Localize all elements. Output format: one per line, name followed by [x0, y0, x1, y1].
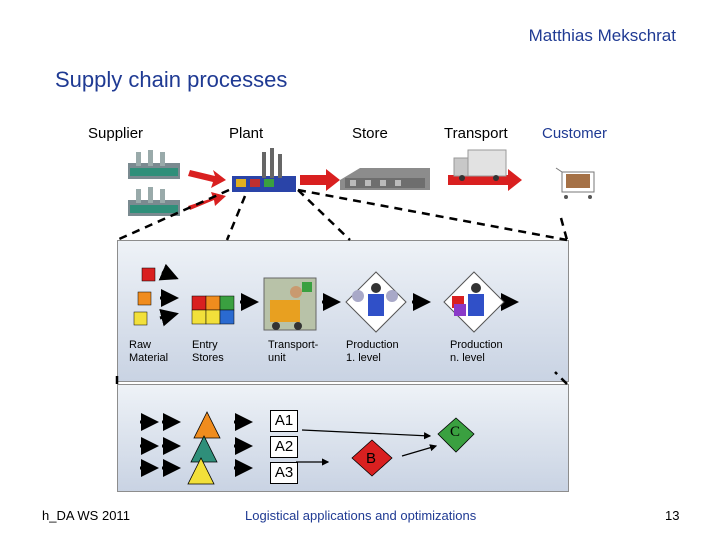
- supplier-factory-icon: [128, 150, 180, 179]
- footer-course-title: Logistical applications and optimization…: [245, 508, 477, 523]
- truck-icon: [453, 149, 507, 181]
- label-production-n: Production n. level: [450, 339, 503, 364]
- stage-label-supplier: Supplier: [88, 125, 144, 142]
- product-a3-box: A3: [270, 462, 298, 484]
- label-production-1: Production 1. level: [346, 339, 399, 364]
- label-transport-unit: Transport- unit: [268, 339, 319, 364]
- product-c-label: C: [450, 424, 461, 440]
- production-worker-icon: [345, 271, 407, 333]
- footer-course: h_DA WS 2011: [42, 508, 130, 523]
- entry-stores-blocks-icon: [191, 295, 235, 325]
- product-b-label: B: [366, 450, 377, 467]
- raw-material-blocks-icon: [133, 267, 156, 326]
- page-number: 13: [665, 508, 680, 523]
- product-a1-box: A1: [270, 410, 298, 432]
- supplier-factory-icon: [128, 187, 180, 216]
- product-triangle-icon: [187, 411, 221, 485]
- plant-factory-icon: [232, 148, 296, 192]
- stage-label-plant: Plant: [229, 125, 264, 142]
- input-arrow-icon: [140, 413, 253, 477]
- product-structure-panel: [117, 384, 569, 492]
- slide-title: Supply chain processes: [55, 67, 288, 92]
- zoom-connector-lines: [115, 188, 569, 385]
- label-entry-stores: Entry Stores: [192, 339, 224, 364]
- store-warehouse-icon: [340, 168, 430, 190]
- stage-label-customer: Customer: [542, 125, 608, 142]
- shopping-cart-icon: [555, 167, 595, 199]
- label-raw-material: Raw Material: [129, 339, 169, 364]
- author-name: Matthias Mekschrat: [528, 26, 676, 45]
- stage-label-store: Store: [352, 125, 388, 142]
- product-b-diamond-icon: [351, 439, 393, 477]
- assembly-arrow-icon: [296, 429, 438, 466]
- product-a2-box: A2: [270, 436, 298, 458]
- stage-label-transport: Transport: [444, 125, 508, 142]
- production-worker-icon: [443, 271, 505, 333]
- forklift-icon: [263, 277, 317, 331]
- product-c-diamond-icon: [437, 417, 475, 453]
